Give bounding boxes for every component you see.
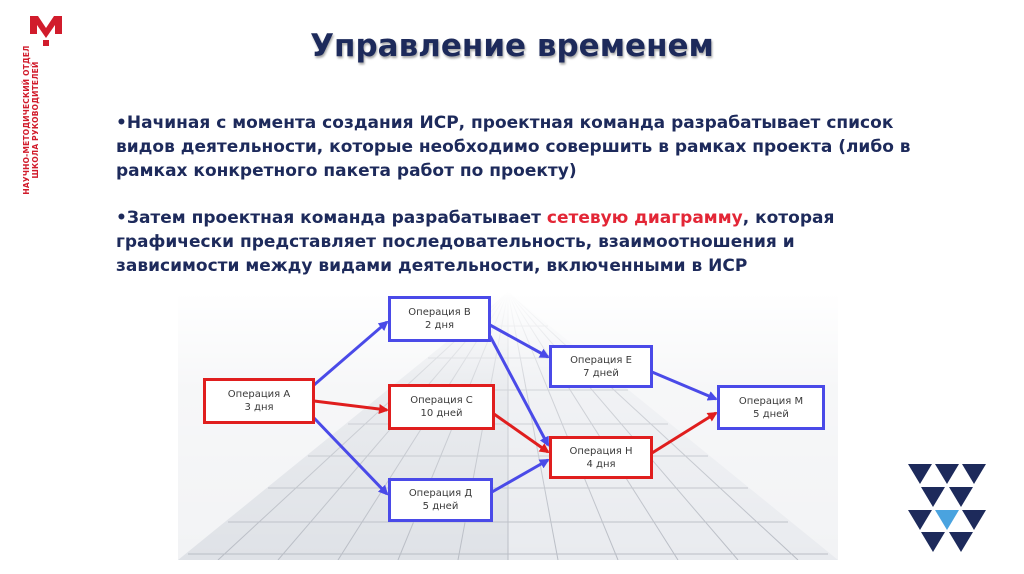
arrow-a-to-c [313,399,389,414]
slide-title: Управление временем [310,28,714,64]
arrow-a-to-d [312,416,389,496]
arrow-c-to-h [493,412,550,454]
arrow-b-to-e [489,323,550,359]
operation-e-node: Операция Е 7 дней [549,345,653,388]
operation-b-duration: 2 дня [424,320,454,331]
operation-a-name: Операция А [227,389,291,400]
arrow-d-to-h [491,458,550,494]
paragraph-2: •Затем проектная команда разрабатывает с… [116,206,916,278]
operation-m-node: Операция М 5 дней [717,385,825,430]
operation-b-node: Операция В 2 дня [388,296,491,342]
paragraph-1: •Начиная с момента создания ИСР, проектн… [116,113,911,181]
arrow-e-to-m [651,370,718,401]
operation-h-name: Операция Н [569,445,633,457]
operation-a-node: Операция А 3 дня [203,378,315,424]
operation-d-duration: 5 дней [422,501,459,512]
operation-d-name: Операция Д [408,488,473,499]
brand-logo-icon [30,16,62,46]
paragraph-2-start: •Затем проектная команда разрабатывает [116,208,547,228]
operation-m-duration: 5 дней [753,408,789,420]
operation-c-node: Операция С 10 дней [388,384,495,430]
operation-h-duration: 4 дня [586,458,616,470]
operation-b-name: Операция В [408,307,471,318]
paragraph-2-end: , которая графически представляет послед… [116,208,835,276]
arrow-a-to-b [313,320,389,387]
operation-d-node: Операция Д 5 дней [388,478,493,522]
network-diagram-highlight: сетевую диаграмму [546,208,743,228]
operation-m-name: Операция М [738,395,804,407]
operation-e-name: Операция Е [570,354,632,366]
arrow-h-to-m [651,411,718,455]
operation-a-duration: 3 дня [244,402,274,413]
operation-h-node: Операция Н 4 дня [549,436,653,479]
triangle-pattern-logo-icon [908,464,986,552]
arrow-b-to-h [488,335,550,447]
operation-c-name: Операция С [410,395,473,406]
operation-e-duration: 7 дней [583,367,619,379]
operation-c-duration: 10 дней [420,408,463,419]
